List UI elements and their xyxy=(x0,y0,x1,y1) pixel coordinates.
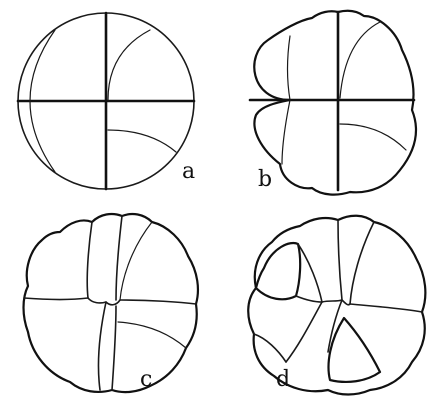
panel-a-upper-right-arc xyxy=(107,29,151,101)
panel-d-wall-5 xyxy=(349,303,423,313)
panel-c-centre-junction xyxy=(87,297,121,306)
panel-a: a xyxy=(16,11,196,191)
panel-b: b xyxy=(248,9,418,196)
panel-b-lower-left-wall xyxy=(281,99,291,165)
panel-c-wall-5 xyxy=(119,299,197,305)
panel-d-outline xyxy=(247,214,427,396)
panel-d-wall-6 xyxy=(285,301,323,363)
panel-a-left-arc xyxy=(29,29,56,173)
panel-c-wall-4 xyxy=(23,297,89,301)
panel-c-outline xyxy=(22,212,199,394)
panel-d-label: d xyxy=(276,367,290,392)
panel-d-centre-junction xyxy=(321,299,351,306)
panel-d-wall-4 xyxy=(295,295,323,303)
panel-d-wall-2 xyxy=(337,219,343,301)
panel-c-label: c xyxy=(140,367,152,392)
panel-c-wall-7 xyxy=(111,305,117,391)
panel-d-wall-8 xyxy=(253,333,287,363)
panel-c-wall-3 xyxy=(119,221,153,301)
panel-d-small-cell-bottom xyxy=(327,316,382,383)
panel-b-outline xyxy=(253,9,418,196)
panel-d: d xyxy=(247,214,427,396)
panel-c-wall-2 xyxy=(115,215,123,301)
panel-d-wall-1 xyxy=(297,243,323,303)
panel-b-upper-left-wall xyxy=(286,35,291,101)
panel-c-wall-6 xyxy=(97,301,107,391)
panel-c-wall-1 xyxy=(86,221,93,299)
panel-b-upper-right-wall xyxy=(339,21,381,99)
panel-c: c xyxy=(22,212,199,394)
panel-c-wall-8 xyxy=(117,321,187,349)
panel-a-lower-right-arc xyxy=(107,129,177,153)
panel-a-label: a xyxy=(182,159,195,184)
panel-b-label: b xyxy=(258,167,272,192)
panel-b-lower-right-wall xyxy=(339,123,407,151)
panel-d-wall-3 xyxy=(349,221,375,305)
panel-d-wall-7 xyxy=(327,299,343,353)
